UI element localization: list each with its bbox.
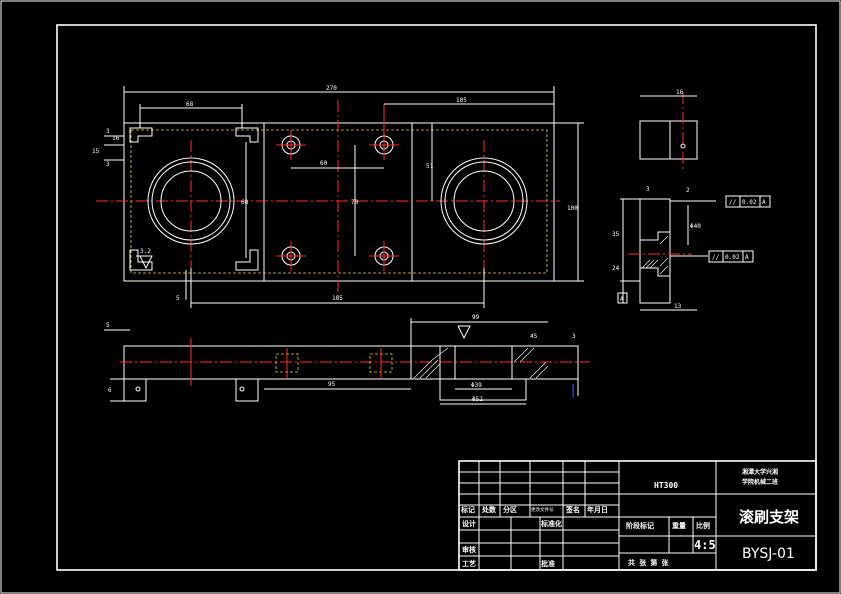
stage-label: 阶段标记 xyxy=(626,521,654,530)
school-line-2: 学院机械二班 xyxy=(742,478,778,486)
slot-bracket-bottom-right xyxy=(235,249,259,271)
drawing-number: BYSJ-01 xyxy=(742,546,795,562)
side-dim-24: 24 xyxy=(612,265,620,272)
datum-box xyxy=(617,292,628,304)
title-header-date: 年月日 xyxy=(587,505,608,514)
bottom-dim-bore-39: Φ39 xyxy=(471,382,482,389)
tolerance-1-value: 0.02 xyxy=(742,199,757,206)
side-dim-13: 13 xyxy=(674,303,682,310)
tolerance-2-datum: A xyxy=(745,254,749,261)
school-line-1: 湘潭大学兴湘 xyxy=(742,468,778,476)
roughness-symbol xyxy=(136,255,153,270)
title-row-design: 设计 xyxy=(462,519,476,528)
title-row-review: 审核 xyxy=(462,545,476,554)
dim-overall-height: 100 xyxy=(567,205,578,212)
slot-bracket-top-right xyxy=(235,127,259,143)
inner-drawing-frame xyxy=(56,24,817,571)
dim-slot-height: 16 xyxy=(112,135,120,142)
bottom-dim-99: 99 xyxy=(472,314,480,321)
weight-label: 重量 xyxy=(672,521,686,530)
part-name: 滚刷支架 xyxy=(739,508,799,526)
dim-slot-spacing: 68 xyxy=(241,199,249,206)
side-dim-35: 35 xyxy=(612,231,620,238)
bottom-dim-left-5: 5 xyxy=(106,322,110,329)
bottom-section-hatch xyxy=(413,347,549,379)
bottom-dim-angle: 45 xyxy=(530,333,538,340)
bottom-view: 5 6 95 99 3 Φ39 Φ52 45 xyxy=(104,314,590,405)
dim-right-distance: 105 xyxy=(456,97,467,104)
roughness-value: 3.2 xyxy=(140,248,151,255)
sheets-label: 共 张 第 张 xyxy=(628,558,670,567)
mounting-hole-top-left xyxy=(276,130,306,160)
bottom-dim-bore-52: Φ52 xyxy=(472,396,483,403)
scale-value: 4:5 xyxy=(694,538,716,552)
datum-label: A xyxy=(620,296,624,303)
side-dim-3: 3 xyxy=(646,186,650,193)
bottom-dim-3: 3 xyxy=(572,333,576,340)
tolerance-1-datum: A xyxy=(762,199,766,206)
right-bore-middle xyxy=(444,161,524,241)
slot-bracket-bottom-left xyxy=(129,249,153,271)
tolerance-frame-2 xyxy=(708,250,754,263)
bottom-left-lug xyxy=(123,378,147,402)
tolerance-2-value: 0.02 xyxy=(725,254,740,261)
mounting-hole-bottom-left xyxy=(276,241,306,271)
left-bore-middle xyxy=(151,161,231,241)
side-section-hatch xyxy=(641,235,669,275)
bottom-dim-6: 6 xyxy=(108,387,112,394)
title-header-change-doc: 更改文件号 xyxy=(531,506,554,513)
title-block: 标记 处数 分区 更改文件号 签名 年月日 设计 标准化 审核 工艺 批准 HT… xyxy=(458,460,817,571)
left-bore-outer xyxy=(147,157,235,245)
tolerance-1-symbol: // xyxy=(729,199,737,206)
side-dim-width: 16 xyxy=(676,89,684,96)
tolerance-frame-1 xyxy=(725,195,771,208)
title-block-frame xyxy=(458,460,817,571)
bottom-mid-lug xyxy=(235,378,259,402)
tolerance-2-symbol: // xyxy=(712,254,720,261)
front-body-outline xyxy=(123,122,555,282)
dim-hole-span: 185 xyxy=(332,295,343,302)
dim-top-to-hole: 51 xyxy=(426,163,434,170)
side-top-block xyxy=(639,120,698,160)
dim-overall-length: 270 xyxy=(326,85,337,92)
dim-bottom-offset: 5 xyxy=(176,295,180,302)
dim-small-15: 15 xyxy=(92,148,100,155)
dim-hole-pitch-y: 70 xyxy=(351,199,359,206)
side-lower-body xyxy=(639,198,671,304)
material: HT300 xyxy=(654,481,678,490)
title-header-mark: 标记 xyxy=(460,505,475,514)
title-row-process: 工艺 xyxy=(462,559,476,568)
scale-label: 比例 xyxy=(696,521,710,530)
right-bore-outer xyxy=(440,157,528,245)
side-view: 16 3 2 35 24 Φ40 13 A // 0.02 A // 0.02 … xyxy=(612,89,771,311)
title-row-approve: 批准 xyxy=(541,559,555,568)
front-view: 270 68 105 60 16 15 3 3 68 70 51 100 5 1… xyxy=(92,85,584,308)
left-bore-inner xyxy=(160,170,222,232)
mounting-hole-bottom-right xyxy=(369,241,399,271)
dim-left-slot-offset: 68 xyxy=(186,101,194,108)
side-dim-2: 2 xyxy=(686,187,690,194)
title-row-standardization: 标准化 xyxy=(540,519,562,528)
slot-bracket-top-left xyxy=(129,127,153,143)
dim-hole-pitch-x: 60 xyxy=(320,160,328,167)
title-header-zone: 分区 xyxy=(503,505,517,514)
bottom-bore-section xyxy=(439,346,527,401)
dim-small-3a: 3 xyxy=(106,128,110,135)
title-header-signature: 签名 xyxy=(565,505,580,514)
side-dim-bore: Φ40 xyxy=(690,223,701,230)
right-bore-inner xyxy=(453,170,515,232)
dim-small-3b: 3 xyxy=(106,161,110,168)
mounting-hole-top-right xyxy=(369,104,399,160)
title-header-count: 处数 xyxy=(481,505,497,514)
bottom-dim-95: 95 xyxy=(328,381,336,388)
